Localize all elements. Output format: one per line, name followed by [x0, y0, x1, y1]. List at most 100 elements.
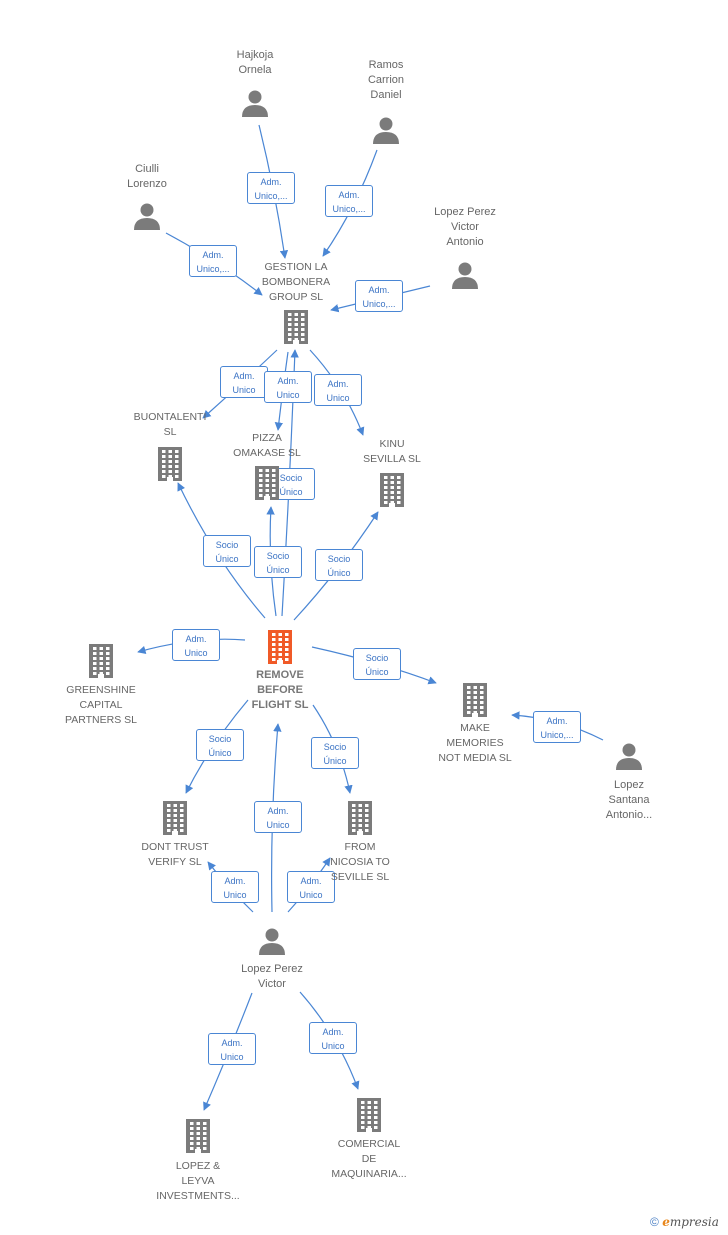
relation-badge-line: Adm.	[277, 376, 299, 386]
relation-badge-line: Adm.	[202, 250, 224, 260]
brand-name: mpresia	[669, 1215, 719, 1229]
person-icon-lopez_santana[interactable]	[614, 741, 644, 776]
relation-badge-line: Adm.	[221, 1038, 243, 1048]
building-icon-make[interactable]	[461, 682, 489, 723]
node-label-line: PIZZA	[252, 432, 282, 444]
person-icon-ramos[interactable]	[371, 115, 401, 150]
node-label-line: Antonio	[446, 236, 484, 248]
relation-badge-line: Adm.	[300, 876, 322, 886]
node-label-line: OMAKASE SL	[233, 447, 301, 459]
relation-badge-line: Adm.	[368, 285, 390, 295]
node-label-pizza[interactable]: PIZZA OMAKASE SL	[233, 431, 301, 461]
relation-badge-line: Único	[365, 667, 389, 677]
node-label-line: Victor	[451, 221, 479, 233]
relation-badge-gestion-pizza[interactable]: Adm. Unico	[264, 371, 312, 403]
relation-badge-line: Unico,...	[362, 299, 396, 309]
copyright-symbol: ©	[650, 1215, 659, 1229]
relation-badge-line: Unico	[266, 820, 290, 830]
building-icon-kinu[interactable]	[378, 472, 406, 513]
relation-badge-line: Unico	[276, 390, 300, 400]
relation-badge-gestion-kinu[interactable]: Adm.Unico	[314, 374, 362, 406]
relation-badge-line: Unico	[321, 1041, 345, 1051]
building-icon-greenshine[interactable]	[87, 643, 115, 684]
node-label-comercial[interactable]: COMERCIAL DE MAQUINARIA...	[331, 1137, 406, 1182]
relation-badge-lopezva-gestion[interactable]: Adm. Unico,...	[355, 280, 403, 312]
person-icon-lopez_victor_antonio[interactable]	[450, 260, 480, 295]
relation-badge-victor-leyva[interactable]: Adm.Unico	[208, 1033, 256, 1065]
node-label-line: MAKE	[460, 722, 490, 734]
relation-badge-line: Unico,...	[196, 264, 230, 274]
relation-badge-victor-dont[interactable]: Adm.Unico	[211, 871, 259, 903]
relation-badge-victor-comercial[interactable]: Adm.Unico	[309, 1022, 357, 1054]
node-label-line: DE	[361, 1153, 377, 1165]
relation-badge-line: Adm.	[224, 876, 246, 886]
node-label-line: MAQUINARIA...	[331, 1168, 407, 1180]
building-icon-gestion[interactable]	[282, 309, 310, 350]
relation-badge-line: Socio	[323, 742, 347, 752]
relation-badge-line: Único	[327, 568, 351, 578]
building-icon-lopez_leyva[interactable]	[184, 1118, 212, 1159]
node-label-line: Daniel	[370, 89, 402, 101]
building-icon-from[interactable]	[346, 800, 374, 841]
node-label-line: NOT MEDIA SL	[438, 752, 512, 764]
node-label-line: FLIGHT SL	[251, 699, 309, 711]
brand-initial: e	[662, 1215, 670, 1229]
relation-badge-ciulli-gestion[interactable]: Adm. Unico,...	[189, 245, 237, 277]
building-icon-comercial[interactable]	[355, 1097, 383, 1138]
node-label-line: Santana	[608, 794, 650, 806]
building-icon-pizza[interactable]	[253, 465, 281, 506]
node-label-line: SEVILLE SL	[330, 871, 390, 883]
relation-badge-victor-remove[interactable]: Adm.Unico	[254, 801, 302, 833]
node-label-line: Victor	[258, 978, 286, 990]
relation-badge-line: Único	[208, 748, 232, 758]
node-label-line: Ornela	[238, 64, 272, 76]
footer-brand: © empresia	[650, 1215, 719, 1229]
person-icon-ciulli[interactable]	[132, 201, 162, 236]
node-label-line: LEYVA	[181, 1175, 215, 1187]
person-icon-hajkoja[interactable]	[240, 88, 270, 123]
relation-badge-line: Socio	[327, 554, 351, 564]
node-label-line: Lopez	[614, 779, 644, 791]
building-icon-dont[interactable]	[161, 800, 189, 841]
relation-badge-ramos-gestion[interactable]: Adm.Unico,...	[325, 185, 373, 217]
relation-badge-gestion-buontalenti[interactable]: Adm.Unico	[220, 366, 268, 398]
node-label-line: INVESTMENTS...	[156, 1190, 240, 1202]
relation-badge-remove-greenshine[interactable]: Adm.Unico	[172, 629, 220, 661]
relation-badge-victor-from[interactable]: Adm.Unico	[287, 871, 335, 903]
building-icon-buontalenti[interactable]	[156, 446, 184, 487]
relation-badge-line: Único	[323, 756, 347, 766]
relation-badge-santana-make[interactable]: Adm.Unico,...	[533, 711, 581, 743]
node-label-line: COMERCIAL	[337, 1138, 401, 1150]
node-label-line: REMOVE	[256, 669, 304, 681]
node-label-line: BOMBONERA	[261, 276, 331, 288]
relation-badge-hajkoja-gestion[interactable]: Adm.Unico,...	[247, 172, 295, 204]
relation-badge-line: Unico,...	[332, 204, 366, 214]
node-label-line: DONT TRUST	[141, 841, 209, 853]
person-icon-lopez_victor[interactable]	[257, 926, 287, 961]
node-label-line: Hajkoja	[236, 49, 274, 61]
building-icon-remove[interactable]	[266, 629, 294, 670]
node-label-line: FROM	[344, 841, 376, 853]
relation-badge-line: Socio	[279, 473, 303, 483]
